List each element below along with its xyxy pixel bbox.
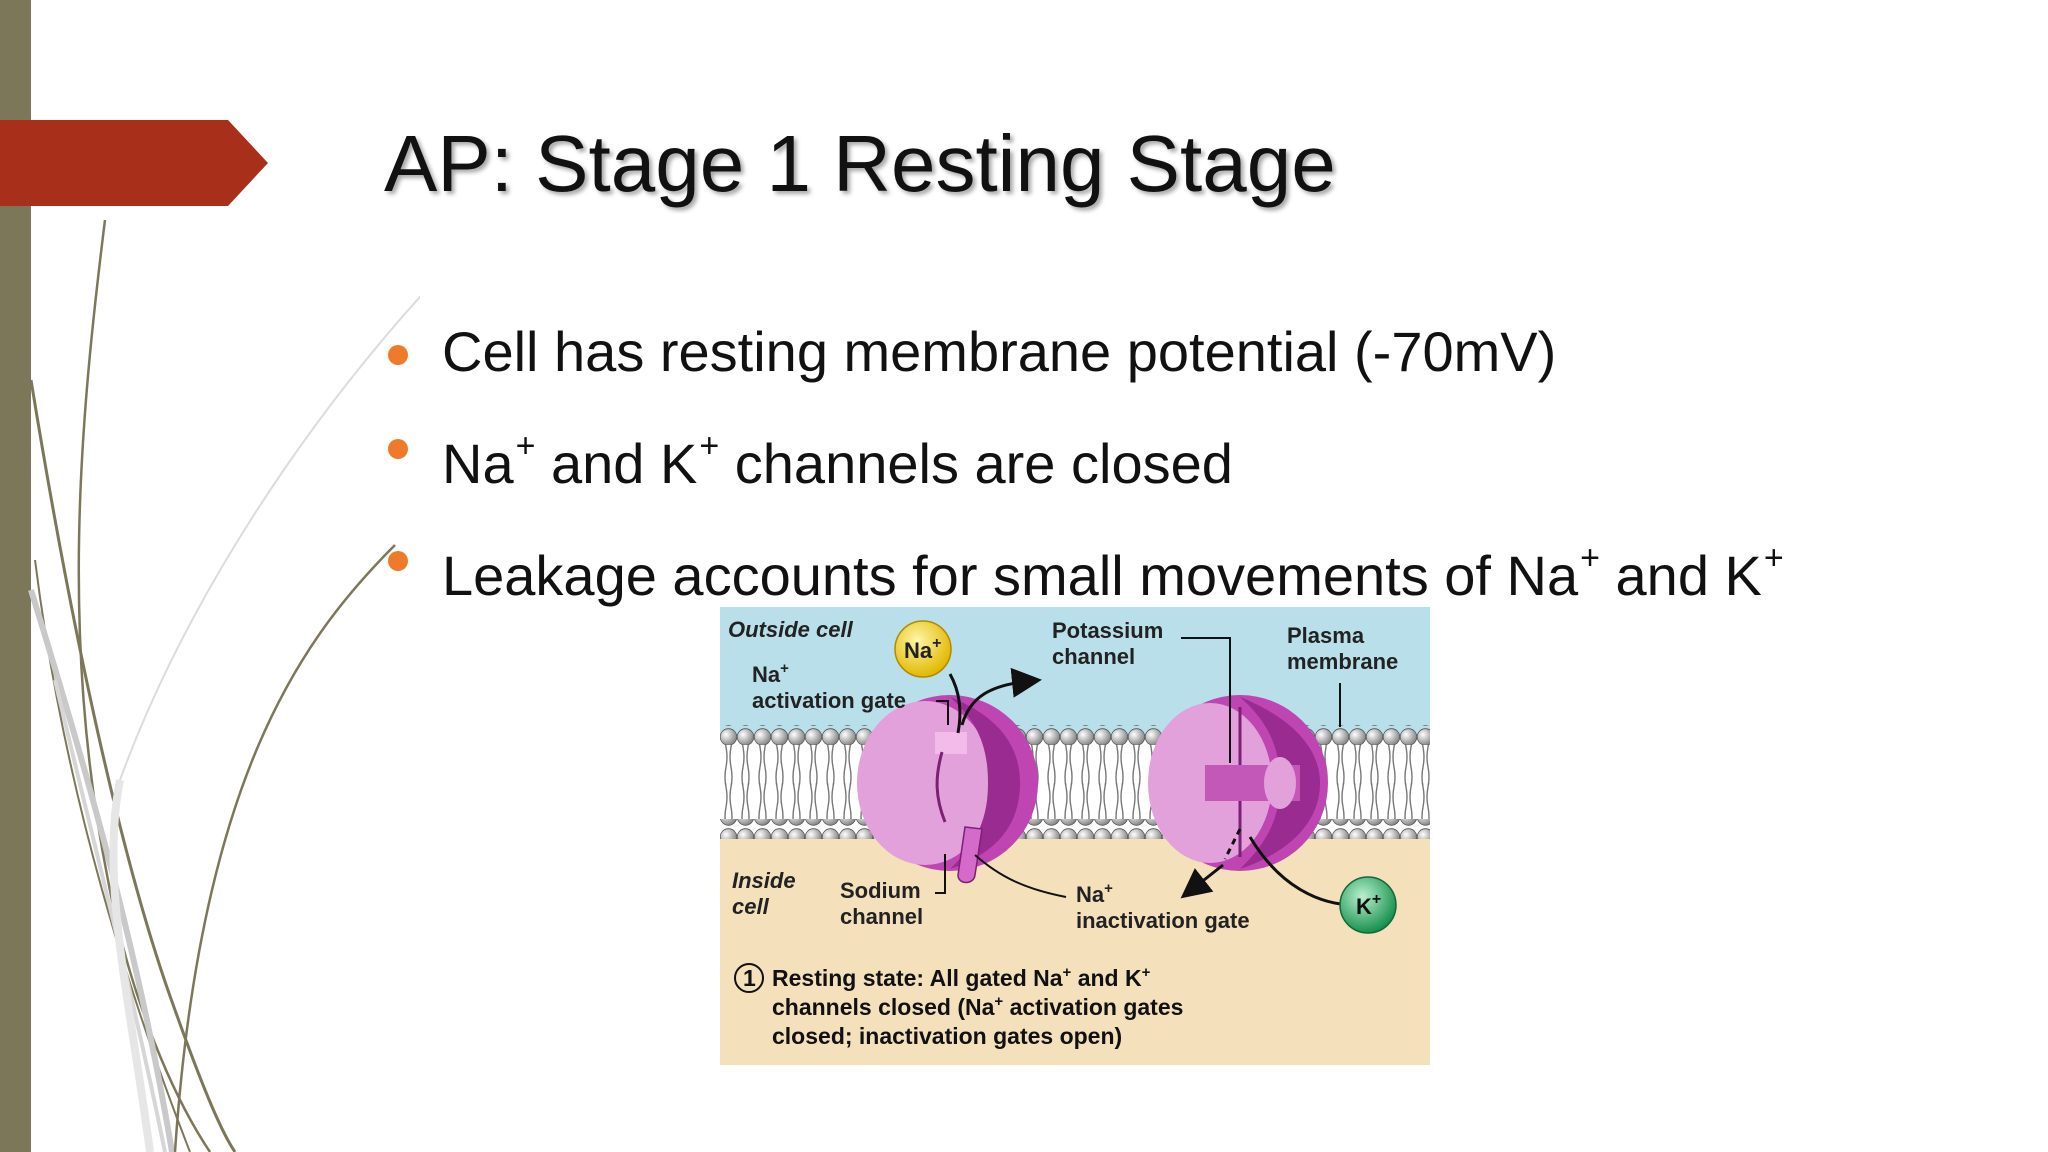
- activation-gate-label-line2: activation gate: [752, 688, 906, 713]
- ion-channel-figure: Na+ K+ Outside cell Na+ activation gate …: [720, 607, 1430, 1065]
- intracellular-region: [720, 835, 1430, 1065]
- caption-line-3: closed; inactivation gates open): [772, 1023, 1122, 1049]
- inside-cell-label-line2: cell: [732, 894, 770, 919]
- step-number-circle: [734, 963, 764, 993]
- bullet-item-leakage: Leakage accounts for small movements of …: [380, 511, 1784, 623]
- bullet-dot: [388, 439, 408, 459]
- sodium-channel-label-line2: channel: [840, 904, 923, 929]
- inactivation-gate-label-line1: Na+: [1076, 880, 1113, 907]
- sodium-ion-icon: [894, 620, 952, 678]
- bullet-item-channels-closed: Na+ and K+ channels are closed: [380, 399, 1784, 511]
- decorative-curves: [28, 219, 420, 1152]
- activation-gate-label-line1: Na+: [752, 660, 789, 687]
- potassium-channel-label-line1: Potassium: [1052, 618, 1163, 643]
- sodium-channel-label-line1: Sodium: [840, 878, 921, 903]
- inactivation-gate-label-line2: inactivation gate: [1076, 908, 1250, 933]
- plasma-membrane-label-line1: Plasma: [1287, 623, 1365, 648]
- potassium-channel-label-line2: channel: [1052, 644, 1135, 669]
- caption-line-2: channels closed (Na+ activation gates: [772, 993, 1183, 1020]
- bullet-dot: [388, 551, 408, 571]
- outside-cell-label: Outside cell: [728, 617, 854, 642]
- leader-lines: [935, 637, 1356, 907]
- step-number: 1: [743, 965, 756, 991]
- sodium-channel-shape: [857, 695, 1038, 884]
- inside-cell-label-line1: Inside: [732, 868, 796, 893]
- plasma-membrane-label-line2: membrane: [1287, 649, 1398, 674]
- bullet-item-resting-potential: Cell has resting membrane potential (-70…: [380, 305, 1784, 399]
- potassium-ion-icon: [1339, 876, 1397, 934]
- potassium-channel-shape: [1148, 695, 1328, 871]
- caption-line-1: Resting state: All gated Na+ and K+: [772, 964, 1151, 991]
- bullet-dot: [388, 345, 408, 365]
- potassium-ion-label: K+: [1356, 891, 1381, 919]
- extracellular-region: [720, 607, 1430, 735]
- slide-title: AP: Stage 1 Resting Stage: [384, 119, 1336, 208]
- bullet-list: Cell has resting membrane potential (-70…: [380, 305, 1784, 623]
- title-arrow-shape: [0, 120, 268, 206]
- ion-channel-diagram: Na+ K+ Outside cell Na+ activation gate …: [720, 607, 1430, 1065]
- sodium-ion-label: Na+: [904, 635, 941, 663]
